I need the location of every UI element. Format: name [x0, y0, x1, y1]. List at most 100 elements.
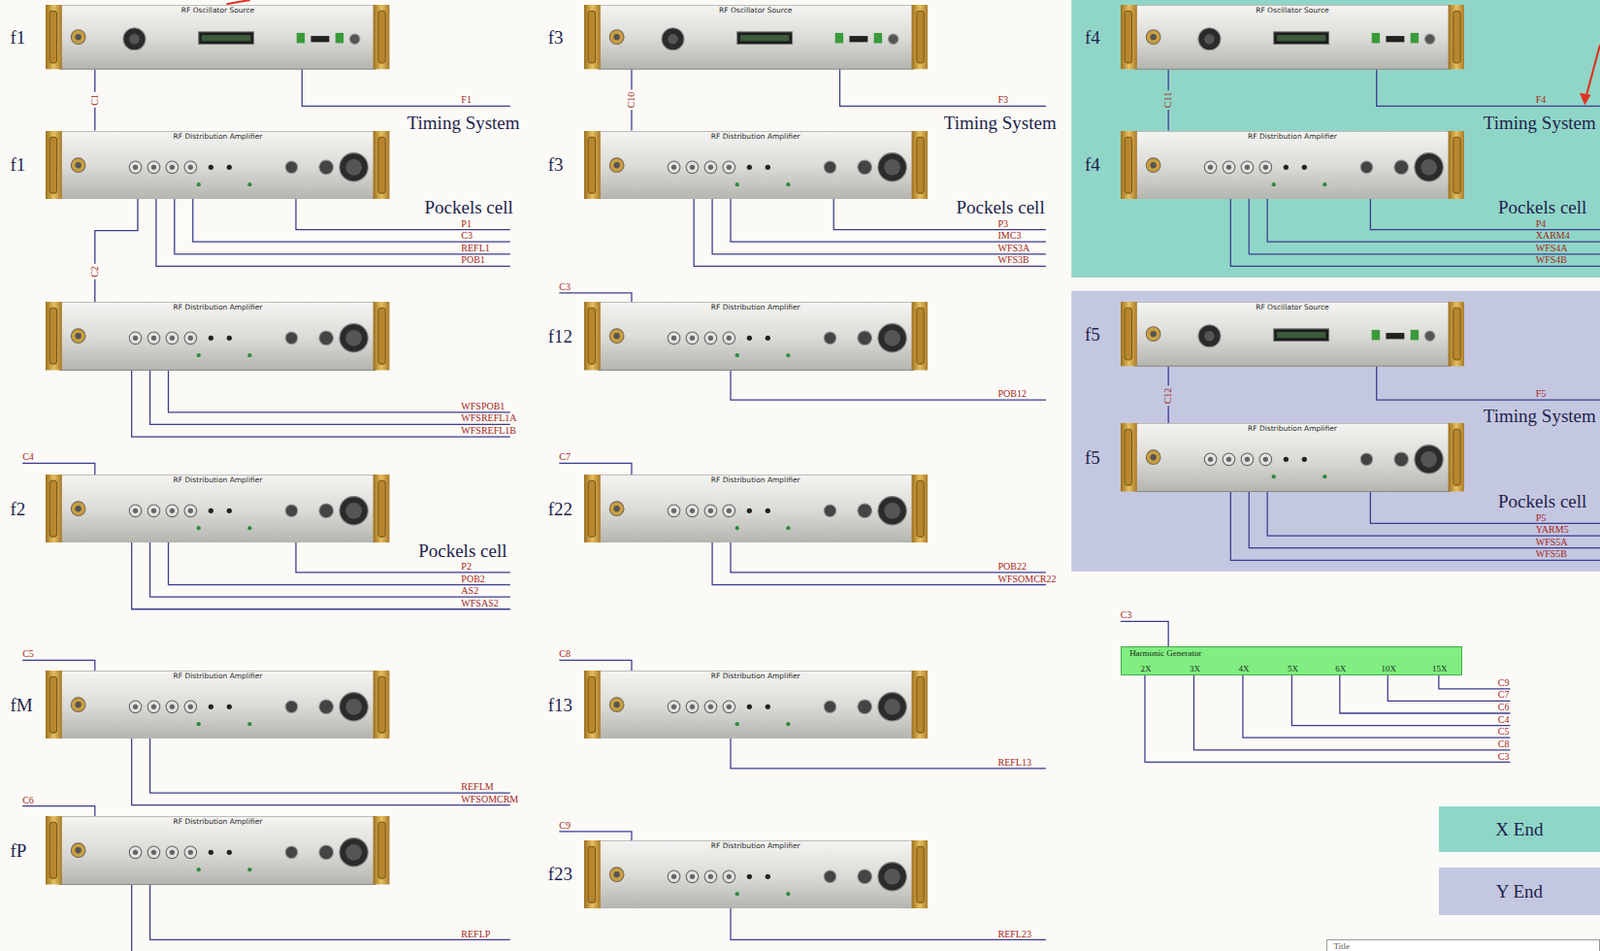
signal-wire [1291, 673, 1510, 726]
distribution-amplifier: fMRF Distribution Amplifier [45, 670, 390, 739]
front-panel [60, 816, 376, 884]
connector-pin [670, 873, 676, 879]
small-knob [856, 330, 872, 346]
device-illustration [1120, 130, 1465, 199]
knob-cap [130, 33, 141, 45]
small-knob [319, 503, 334, 519]
signal-wire [1376, 66, 1600, 106]
signal-name: WFSREFL1B [460, 425, 517, 436]
oscillator-unit: f5RF Oscillator Source [1120, 301, 1465, 366]
annotation-arrow [1585, 44, 1600, 98]
connector-pin [169, 704, 175, 710]
indicator-dot [208, 704, 214, 710]
signal-wire [730, 734, 1046, 769]
title-text: Title [1333, 942, 1350, 951]
unit-heading: fP [10, 841, 28, 860]
small-knob [285, 331, 298, 345]
connector-pin [169, 508, 175, 514]
connector-pin [1226, 457, 1232, 462]
signal-wire [1438, 673, 1511, 689]
rack-handle [587, 308, 595, 365]
signal-wire [1376, 363, 1600, 400]
front-panel [1134, 4, 1450, 69]
output-connector [685, 504, 699, 518]
signal-wire [168, 538, 511, 585]
small-knob [319, 160, 334, 175]
output-connector [667, 504, 681, 518]
rack-ear [584, 130, 601, 199]
output-connector [667, 331, 681, 345]
signal-wire [1370, 196, 1600, 230]
connector-pin [1243, 457, 1249, 462]
output-connector [130, 700, 143, 714]
panel-title: RF Distribution Amplifier [45, 672, 390, 681]
small-knob [350, 33, 361, 45]
distribution-amplifier: f22RF Distribution Amplifier [584, 474, 928, 543]
device-illustration [584, 840, 928, 909]
signal-name: C3 [460, 230, 473, 241]
status-led [1271, 475, 1275, 480]
signal-name: WFS5B [1535, 549, 1568, 559]
connector-pin [1262, 163, 1268, 169]
control-knob [1198, 28, 1221, 51]
display-digits [739, 34, 788, 41]
frequency-display [736, 32, 792, 45]
signal-wire [730, 367, 1046, 401]
output-connector [184, 700, 197, 714]
panel-title: RF Distribution Amplifier [1120, 132, 1465, 141]
front-panel [597, 670, 914, 739]
signal-wire [1248, 489, 1600, 549]
signal-name: WFS4B [1535, 255, 1568, 265]
connector-pin [1243, 163, 1249, 169]
unit-heading: f2 [10, 499, 27, 519]
signal-wire [1193, 673, 1510, 751]
signal-name: REFLP [460, 929, 490, 940]
indicator-dot [227, 849, 232, 855]
bnc-pin [613, 871, 620, 878]
small-knob [285, 504, 298, 518]
signal-name: WFSOMCRM [460, 794, 519, 805]
device-illustration [45, 670, 390, 739]
connector-pin [132, 704, 138, 710]
signal-name: C7 [1498, 689, 1510, 700]
rack-ear [911, 301, 928, 370]
connector-pin [1226, 163, 1232, 169]
rack-ear [911, 474, 928, 543]
output-connector [130, 161, 143, 174]
front-panel [597, 474, 914, 543]
rack-ear [373, 670, 391, 739]
rack-handle [915, 676, 923, 733]
device-illustration [584, 474, 928, 543]
output-connector [147, 331, 161, 345]
knob-cap [345, 502, 362, 520]
gain-knob [877, 152, 906, 181]
small-knob [285, 700, 298, 714]
connector-pin [707, 508, 713, 514]
bnc-connector [609, 328, 624, 344]
legend-text: X End [1495, 819, 1543, 839]
device-illustration [45, 474, 390, 543]
small-knob [856, 503, 872, 519]
knob-cap [1204, 330, 1215, 342]
signal-name: P2 [460, 561, 472, 572]
rack-handle [50, 676, 58, 733]
connector-pin [188, 508, 194, 514]
connector-pin [151, 849, 157, 855]
small-knob [823, 870, 837, 883]
rack-ear [373, 474, 391, 543]
unit-heading: f3 [548, 155, 564, 174]
rack-handle [378, 480, 386, 537]
unit-heading: f13 [548, 695, 573, 715]
bnc-pin [75, 505, 82, 512]
output-connector [685, 331, 699, 345]
knob-cap [345, 698, 362, 716]
legend-text: Y End [1496, 881, 1543, 901]
gain-knob [877, 496, 906, 525]
gain-knob [877, 861, 906, 890]
status-led [734, 891, 739, 896]
signal-name: C3 [558, 282, 571, 293]
rack-ear [45, 301, 63, 370]
cable-name: C10 [626, 90, 637, 111]
signal-wire [295, 538, 511, 573]
